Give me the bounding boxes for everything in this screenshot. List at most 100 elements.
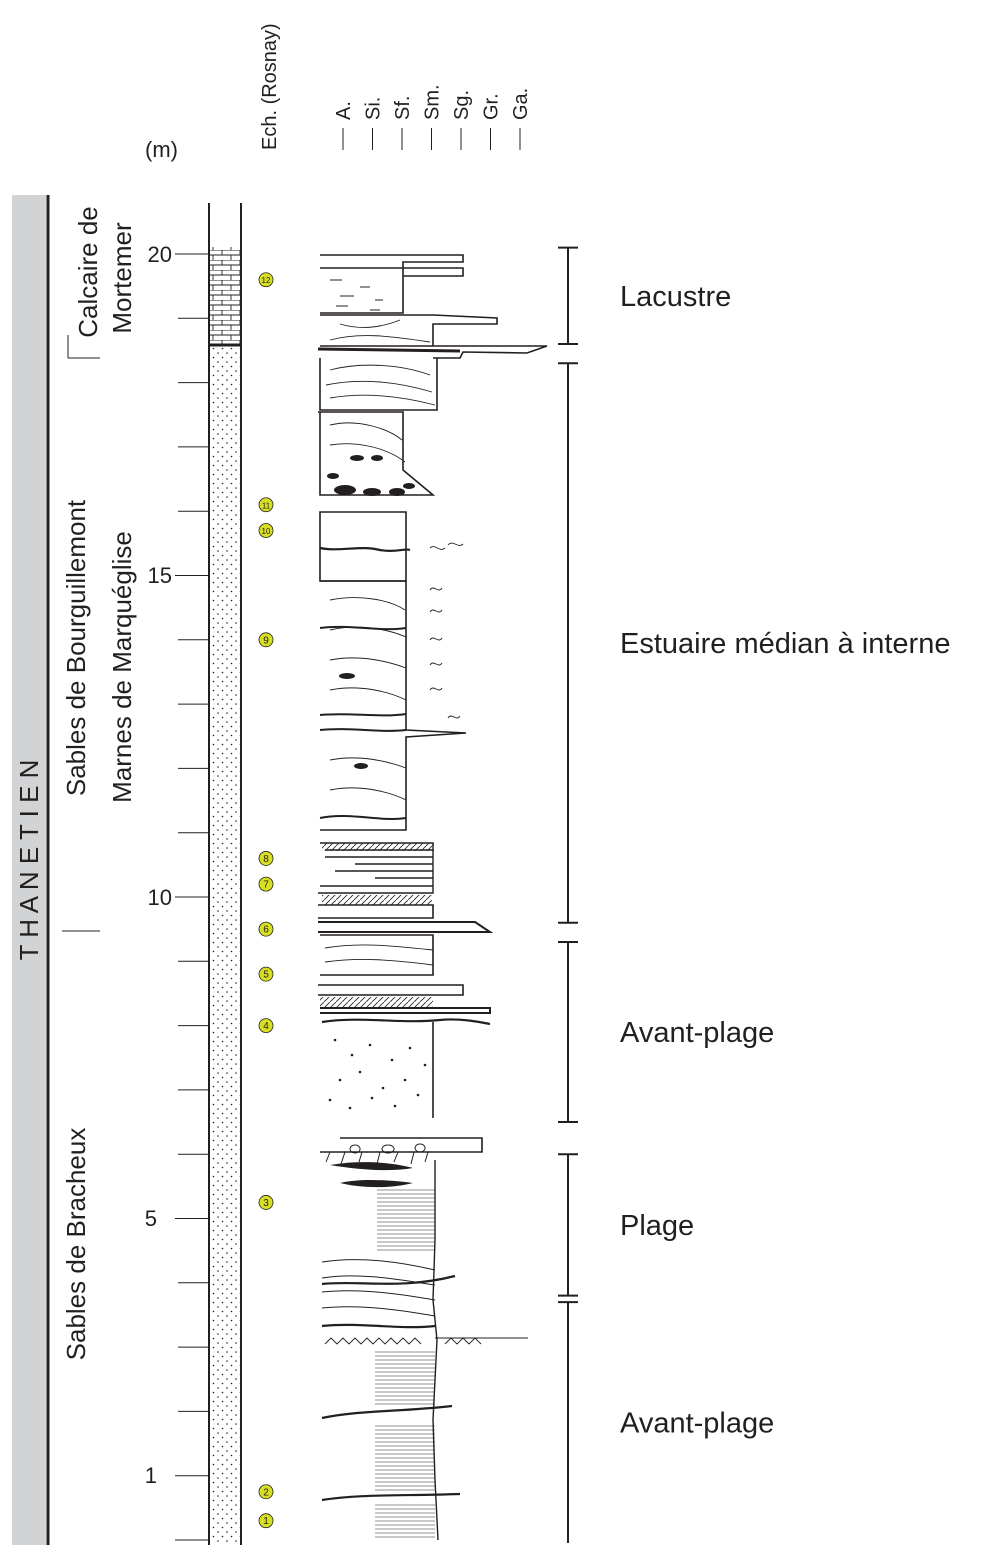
burrows bbox=[429, 587, 461, 719]
grain-size-label: A. bbox=[333, 101, 355, 120]
cross-bedding bbox=[329, 422, 406, 463]
grain-size-label: Gr. bbox=[481, 93, 503, 120]
sample-label: 11 bbox=[262, 501, 271, 510]
environment-label: Lacustre bbox=[620, 281, 731, 313]
bed-outline bbox=[320, 580, 467, 831]
sample-label: 5 bbox=[263, 970, 269, 981]
formation-bourguillemont-line1: Sables de Bourguillemont bbox=[61, 499, 91, 796]
sample-label: 2 bbox=[263, 1487, 269, 1498]
grain-size-header: A.Si.Sf.Sm.Sg.Gr.Ga. bbox=[333, 84, 532, 150]
stage-label: T H A N E T I E N bbox=[14, 760, 44, 961]
formation-column: Calcaire de Mortemer Sables de Bourguill… bbox=[61, 206, 137, 1360]
sample-label: 10 bbox=[262, 527, 271, 536]
hatched-bed bbox=[322, 895, 432, 905]
bed-outline bbox=[320, 345, 548, 359]
limestone-fill bbox=[210, 247, 240, 344]
ripples bbox=[324, 1337, 482, 1345]
sample-marker bbox=[258, 1195, 274, 1210]
mud-clast bbox=[339, 673, 355, 679]
sample-marker bbox=[258, 632, 274, 648]
sample-marker bbox=[258, 272, 274, 288]
bed-outline bbox=[318, 921, 494, 933]
lacustre-beds bbox=[317, 254, 548, 359]
environment-label: Estuaire médian à interne bbox=[620, 628, 950, 660]
bed-outline bbox=[320, 1137, 483, 1153]
sedimentary-log bbox=[317, 254, 548, 1541]
environment-bracket: Estuaire médian à interne bbox=[558, 362, 950, 924]
sample-marker bbox=[258, 851, 274, 866]
lithology-column bbox=[208, 203, 242, 1545]
bed-outline bbox=[319, 358, 438, 411]
grain-size-label: Sg. bbox=[451, 90, 473, 120]
mud-clast bbox=[354, 763, 368, 769]
log-right-edge bbox=[432, 1160, 439, 1541]
wavy-base bbox=[321, 1018, 491, 1026]
bed-base bbox=[317, 347, 461, 353]
tick-label-5: 5 bbox=[145, 1206, 157, 1231]
environment-bracket: Plage bbox=[558, 1153, 694, 1297]
environment-bracket: Avant-plage bbox=[558, 941, 774, 1124]
roots bbox=[325, 1151, 429, 1165]
environment-label: Avant-plage bbox=[620, 1017, 774, 1049]
environment-label: Avant-plage bbox=[620, 1408, 774, 1440]
sample-marker bbox=[258, 497, 274, 513]
bed-outline bbox=[320, 267, 464, 277]
formation-calcaire-line1: Calcaire de bbox=[73, 206, 103, 338]
hatched-bed bbox=[320, 997, 433, 1007]
wavy-base bbox=[319, 546, 411, 553]
stage-column: T H A N E T I E N bbox=[12, 195, 50, 1545]
lens bbox=[340, 1179, 413, 1188]
grain-size-label: Ga. bbox=[510, 88, 532, 120]
lower-shoreface-beds bbox=[321, 1160, 528, 1541]
unit-label: (m) bbox=[145, 137, 178, 162]
sample-label: 6 bbox=[263, 925, 269, 936]
cross-bedding bbox=[321, 1259, 436, 1317]
wavy-base bbox=[321, 1404, 453, 1420]
hatched-bed bbox=[322, 843, 434, 851]
tick-label-10: 10 bbox=[148, 885, 172, 910]
sample-marker bbox=[258, 1513, 274, 1529]
lower-lamination bbox=[375, 1351, 435, 1538]
bed-outline bbox=[320, 934, 434, 976]
sand-dots bbox=[328, 1038, 427, 1110]
pebbles bbox=[349, 1143, 426, 1154]
sample-label: 1 bbox=[263, 1516, 269, 1527]
calcareous-marks bbox=[330, 279, 383, 311]
lens bbox=[330, 1162, 413, 1171]
sample-label: 3 bbox=[263, 1198, 269, 1209]
wavy-bounds bbox=[319, 625, 407, 820]
upper-shoreface-beds bbox=[318, 934, 491, 1118]
depth-scale: (m) 1 5 10 15 20 bbox=[145, 137, 209, 1541]
cross-bedding bbox=[325, 364, 436, 406]
beach-beds bbox=[320, 1137, 483, 1251]
lamination bbox=[329, 319, 431, 343]
grain-size-label: Sm. bbox=[422, 84, 444, 120]
sample-marker bbox=[258, 1484, 274, 1500]
estuary-beds bbox=[318, 358, 494, 933]
sample-marker bbox=[258, 876, 274, 892]
environment-bracket: Avant-plage bbox=[558, 1301, 774, 1543]
bed-outline bbox=[318, 984, 464, 996]
sample-label: 12 bbox=[262, 276, 271, 285]
sample-label: 8 bbox=[263, 854, 269, 865]
sample-marker bbox=[258, 921, 274, 937]
scale-ticks bbox=[175, 253, 209, 1541]
sample-label: 7 bbox=[263, 880, 269, 891]
sample-marker bbox=[258, 523, 274, 538]
pebble-lag bbox=[327, 455, 415, 496]
formation-bourguillemont-line2: Marnes de Marquéglise bbox=[107, 531, 137, 803]
wavy-bounds bbox=[321, 1274, 456, 1329]
bed-outline bbox=[320, 314, 498, 346]
wavy-base bbox=[321, 1492, 461, 1502]
formation-calcaire-line2: Mortemer bbox=[107, 222, 137, 334]
sand-fill bbox=[210, 345, 240, 1542]
sample-marker bbox=[258, 966, 274, 982]
tick-label-15: 15 bbox=[148, 563, 172, 588]
formation-bracheux-label: Sables de Bracheux bbox=[61, 1128, 91, 1361]
bed-outline bbox=[319, 511, 407, 582]
tick-label-20: 20 bbox=[148, 242, 172, 267]
sample-label: 9 bbox=[263, 635, 269, 646]
